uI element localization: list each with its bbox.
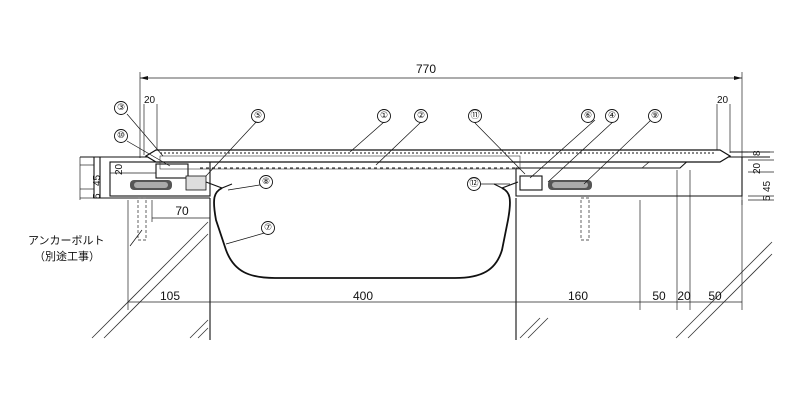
dim-left-45: 45 [92, 174, 103, 186]
dim-bottom-20: 20 [677, 289, 691, 303]
hatch-right [519, 241, 773, 339]
callout-9: ⑨ [651, 111, 659, 121]
dim-top-left-label: 20 [144, 95, 156, 106]
dim-bottom-50a: 50 [652, 289, 666, 303]
dim-bottom-105: 105 [160, 289, 180, 303]
callout-12: ⑫ [469, 178, 478, 189]
overall-dimension: 770 [139, 62, 743, 205]
dim-right-45: 45 [762, 180, 773, 192]
gap-walls [209, 198, 517, 340]
bottom-dimension-line [127, 170, 743, 310]
dim-70: 70 [151, 200, 210, 222]
dim-top-right: 20 [716, 95, 731, 153]
left-slab [79, 157, 210, 200]
dim-bottom-400: 400 [353, 289, 373, 303]
cover-plate [144, 149, 732, 170]
callouts: ① ② ③ ④ ⑤ ⑥ ⑦ ⑧ ⑨ ⑩ ⑪ ⑫ [114, 101, 662, 235]
dim-bottom-160: 160 [568, 289, 588, 303]
dim-right-8: 8 [752, 150, 763, 156]
left-frame [109, 161, 211, 197]
callout-10: ⑩ [117, 131, 125, 141]
callout-11: ⑪ [470, 110, 479, 121]
anchor-note-line2: （別途工事） [34, 249, 100, 263]
dim-left-20: 20 [114, 163, 125, 175]
callout-2: ② [417, 111, 425, 121]
anchor-bolts [137, 197, 590, 241]
dim-right-20: 20 [752, 162, 763, 174]
dim-70-label: 70 [175, 204, 189, 218]
callout-8: ⑧ [262, 177, 270, 187]
callout-5: ⑤ [254, 111, 262, 121]
dim-right-5: 5 [762, 195, 773, 201]
dim-left-5: 5 [92, 193, 103, 199]
callout-1: ① [380, 111, 388, 121]
callout-7: ⑦ [264, 223, 272, 233]
dim-top-right-label: 20 [717, 95, 729, 106]
hatch-left [91, 221, 209, 339]
anchor-note-line1: アンカーボルト [28, 234, 105, 247]
dim-overall-label: 770 [416, 62, 436, 76]
right-frame [515, 156, 743, 197]
callout-3: ③ [117, 103, 125, 113]
callout-4: ④ [608, 111, 616, 121]
dim-bottom-50b: 50 [708, 289, 722, 303]
callout-leaders [126, 113, 652, 247]
dim-top-left: 20 [143, 95, 158, 155]
rubber-seal [213, 187, 511, 279]
callout-6: ⑥ [584, 111, 592, 121]
